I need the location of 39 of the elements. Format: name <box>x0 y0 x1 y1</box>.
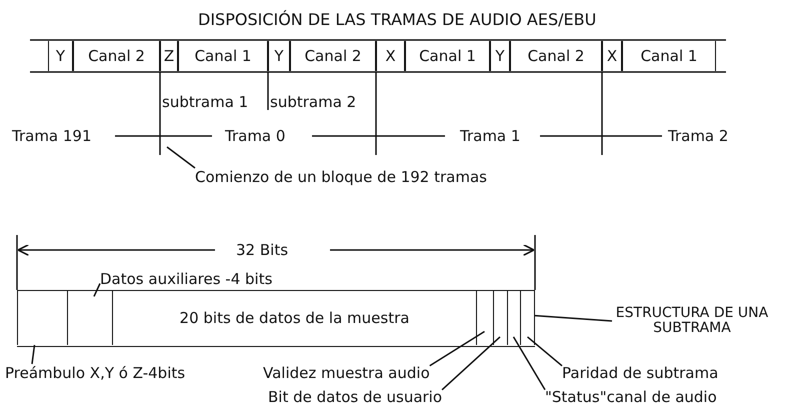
frame-cell: Z <box>160 41 178 71</box>
frame-label: Trama 1 <box>460 127 520 145</box>
subframe-label: subtrama 2 <box>270 93 356 111</box>
frame-cell: Canal 1 <box>622 41 716 71</box>
frame-cell: Canal 1 <box>405 41 490 71</box>
leader-line <box>534 314 612 322</box>
frame-cell: X <box>602 41 622 71</box>
frame-label: Trama 191 <box>12 127 92 145</box>
frame-cell: Y <box>48 41 73 71</box>
frame-label: Trama 0 <box>225 127 286 145</box>
leader-line <box>31 344 36 364</box>
bit-field: 20 bits de datos de la muestra <box>112 291 476 345</box>
dimension-label: 32 Bits <box>236 241 288 259</box>
leader-line <box>442 336 500 390</box>
callout-text: Datos auxiliares -4 bits <box>100 270 272 288</box>
frame-cell: X <box>376 41 405 71</box>
frame-cell: Canal 2 <box>510 41 602 71</box>
frame-cell: Y <box>490 41 510 71</box>
leader-line <box>527 336 562 366</box>
callout-text: Paridad de subtrama <box>562 364 718 382</box>
leader-line <box>512 336 546 390</box>
subframe-label: subtrama 1 <box>162 93 248 111</box>
leader-line <box>166 146 196 169</box>
title: DISPOSICIÓN DE LAS TRAMAS DE AUDIO AES/EBU <box>198 11 596 29</box>
callout-text: Comienzo de un bloque de 192 tramas <box>195 168 487 186</box>
frame-cell: Canal 2 <box>290 41 376 71</box>
callout-text: Bit de datos de usuario <box>268 388 442 406</box>
frame-cell: Canal 2 <box>73 41 160 71</box>
frame-cell: Y <box>268 41 290 71</box>
subframe-box <box>17 290 535 347</box>
callout-text: Preámbulo X,Y ó Z-4bits <box>5 364 186 382</box>
bit-field <box>520 291 535 345</box>
callout-text: Validez muestra audio <box>263 364 430 382</box>
subframe-label: ESTRUCTURA DE UNA SUBTRAMA <box>612 306 772 336</box>
leader-line <box>429 330 485 366</box>
leader-line <box>93 283 101 297</box>
frame-label: Trama 2 <box>668 127 728 145</box>
frame-cell: Canal 1 <box>178 41 268 71</box>
callout-text: "Status"canal de audio <box>545 388 717 406</box>
